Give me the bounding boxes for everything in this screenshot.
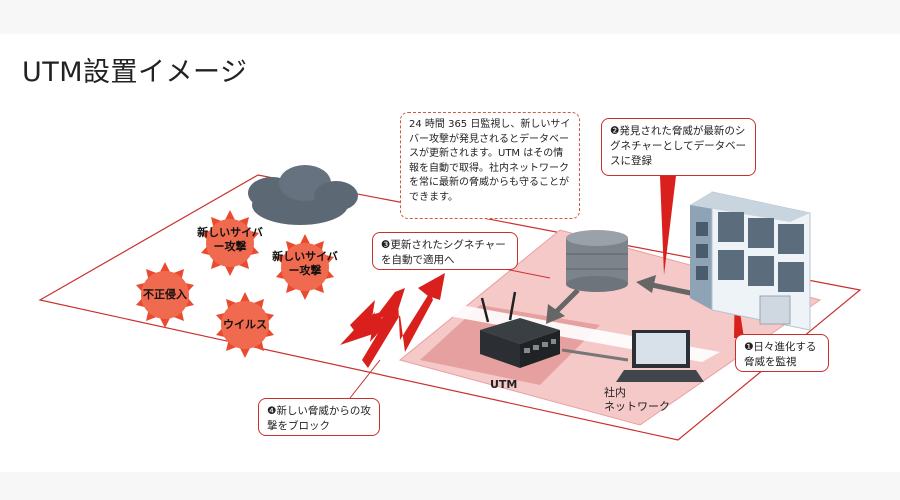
network-label-line2: ネットワーク: [604, 400, 670, 413]
network-cable: [561, 348, 629, 362]
utm-label: UTM: [490, 378, 518, 391]
callout-step2: ❷発見された脅威が最新のシグネチャーとしてデータベースに登録: [601, 118, 756, 176]
page-title: UTM設置イメージ: [22, 57, 248, 88]
threat-label-4: ウイルス: [223, 318, 267, 331]
threat-burst-1: [201, 210, 259, 276]
arrow-db-to-utm: [546, 288, 580, 324]
cloud-icon: [248, 165, 358, 225]
leader-step2: [660, 176, 676, 275]
network-label-line1: 社内: [604, 386, 626, 399]
callout-step3: ❸更新されたシグネチャーを自動で適用へ: [372, 232, 518, 270]
threat-burst-2: [276, 234, 334, 300]
threat-label-3: 不正侵入: [143, 288, 187, 301]
callout-monitoring: 24 時間 365 日監視し、新しいサイバー攻撃が発見されるとデータベースが更新…: [400, 112, 580, 219]
database-icon: [566, 230, 628, 292]
attack-arrows: [340, 273, 445, 368]
bottom-band: [0, 472, 900, 500]
building-icon: [690, 191, 811, 331]
utm-device-icon: [480, 291, 560, 368]
laptop-icon: [616, 330, 704, 382]
threat-burst-4: [216, 292, 274, 358]
threat-burst-3: [136, 262, 194, 328]
threat-label-2: 新しいサイバー攻撃: [272, 250, 338, 277]
callout-step4: ❹新しい脅威からの攻撃をブロック: [258, 398, 380, 436]
top-band: [0, 0, 900, 34]
threat-label-1: 新しいサイバー攻撃: [197, 226, 263, 253]
leader-step4: [349, 359, 381, 399]
callout-step1: ❶日々進化する脅威を監視: [735, 334, 829, 372]
